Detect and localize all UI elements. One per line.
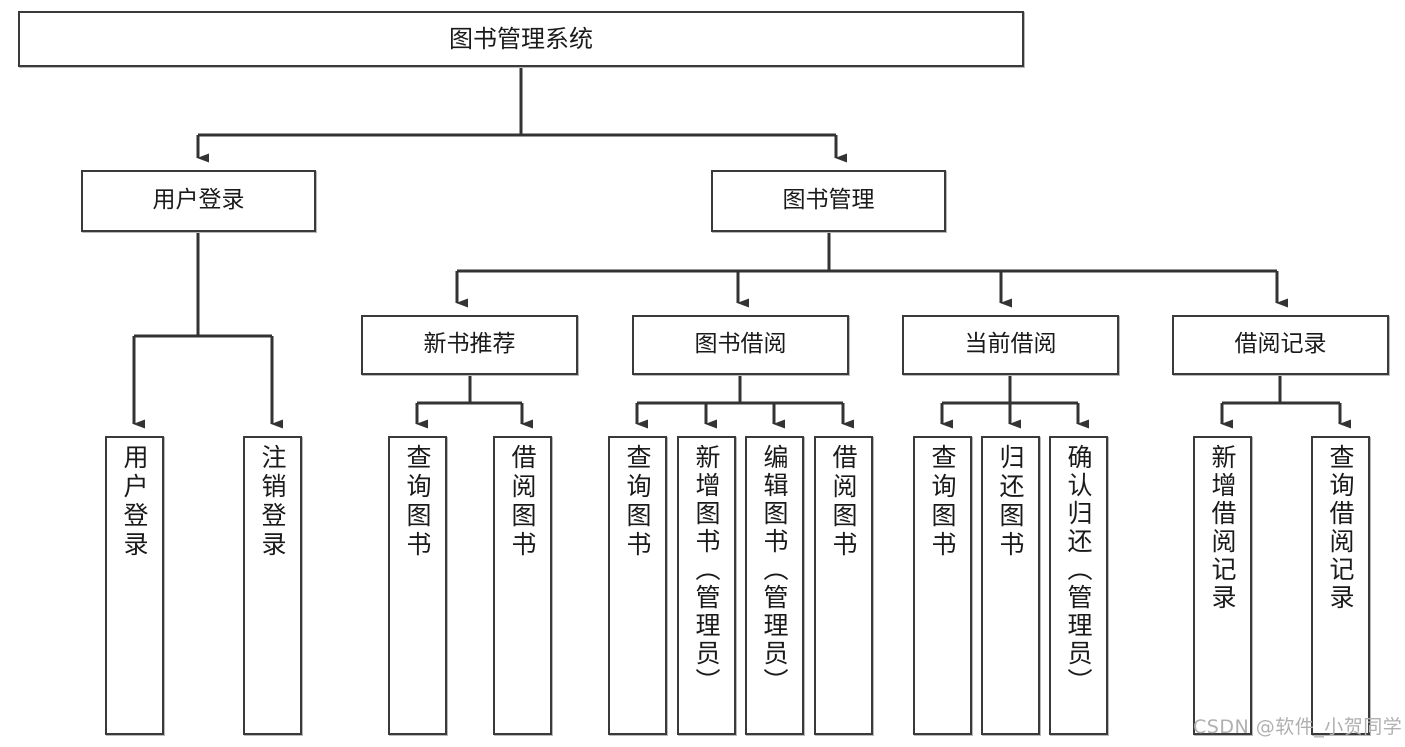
leaf-borrow-book-1[interactable]: 借阅图书 — [493, 436, 552, 735]
leaf-logout-login[interactable]: 注销登录 — [243, 436, 302, 735]
node-label: 注销登录 — [258, 444, 287, 560]
watermark-text: CSDN @软件_小贺同学 — [1193, 716, 1403, 738]
leaf-edit-book[interactable]: 编辑图书（管理员） — [745, 436, 804, 735]
node-root-system[interactable]: 图书管理系统 — [18, 11, 1024, 67]
node-book-manage[interactable]: 图书管理 — [711, 170, 946, 232]
node-current-borrow[interactable]: 当前借阅 — [902, 315, 1119, 375]
node-label: 新书推荐 — [423, 331, 516, 358]
leaf-user-login[interactable]: 用户登录 — [105, 436, 164, 735]
node-label: 新增借阅记录 — [1208, 444, 1237, 612]
leaf-confirm-return[interactable]: 确认归还（管理员） — [1049, 436, 1108, 735]
node-label: 借阅记录 — [1234, 331, 1327, 358]
node-label: 当前借阅 — [964, 331, 1057, 358]
node-borrow-record[interactable]: 借阅记录 — [1172, 315, 1389, 375]
node-label: 查询图书 — [623, 444, 652, 560]
leaf-query-book-3[interactable]: 查询图书 — [913, 436, 972, 735]
node-label: 借阅图书 — [508, 444, 537, 560]
node-label: 编辑图书（管理员） — [760, 444, 789, 696]
node-label: 查询图书 — [928, 444, 957, 560]
leaf-query-book-1[interactable]: 查询图书 — [388, 436, 447, 735]
node-user-login[interactable]: 用户登录 — [81, 170, 316, 232]
leaf-query-book-2[interactable]: 查询图书 — [608, 436, 667, 735]
node-label: 图书管理系统 — [449, 24, 593, 53]
node-new-book-recommend[interactable]: 新书推荐 — [361, 315, 578, 375]
leaf-return-book[interactable]: 归还图书 — [981, 436, 1040, 735]
leaf-borrow-book-2[interactable]: 借阅图书 — [814, 436, 873, 735]
node-label: 借阅图书 — [829, 444, 858, 560]
node-label: 查询图书 — [403, 444, 432, 560]
node-label: 归还图书 — [996, 444, 1025, 560]
node-label: 用户登录 — [120, 444, 149, 560]
leaf-add-record[interactable]: 新增借阅记录 — [1193, 436, 1252, 735]
node-label: 用户登录 — [152, 187, 245, 214]
leaf-query-record[interactable]: 查询借阅记录 — [1311, 436, 1370, 735]
node-label: 新增图书（管理员） — [692, 444, 721, 696]
node-book-borrow[interactable]: 图书借阅 — [632, 315, 849, 375]
leaf-add-book[interactable]: 新增图书（管理员） — [677, 436, 736, 735]
node-label: 图书管理 — [782, 187, 875, 214]
node-label: 图书借阅 — [694, 331, 787, 358]
node-label: 查询借阅记录 — [1326, 444, 1355, 612]
node-label: 确认归还（管理员） — [1064, 444, 1093, 696]
